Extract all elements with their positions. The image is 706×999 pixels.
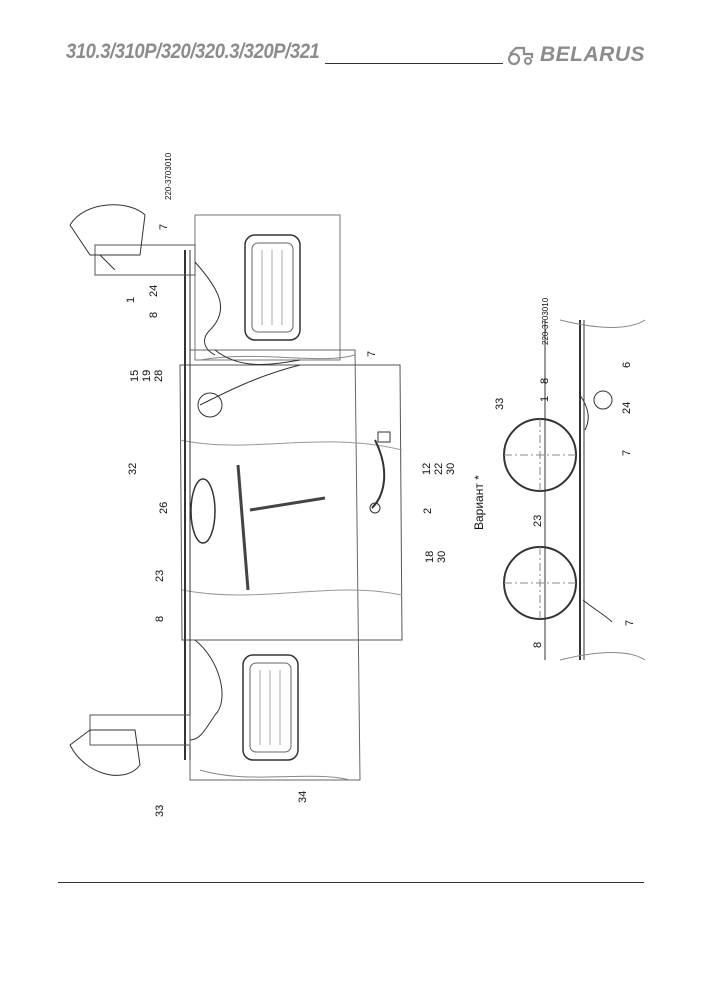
- callout: 8: [148, 312, 160, 318]
- callout: 7: [624, 620, 636, 626]
- part-code-variant: 220-3703010: [541, 297, 550, 345]
- callout: 2: [422, 508, 434, 514]
- callout: 7: [366, 351, 378, 357]
- callout: 33: [154, 805, 166, 817]
- callout: 30: [436, 551, 448, 563]
- callout: 24: [621, 402, 633, 414]
- callout: 6: [621, 362, 633, 368]
- callout: 23: [532, 515, 544, 527]
- callout: 33: [494, 398, 506, 410]
- tractor-icon: [507, 46, 534, 66]
- callout: 34: [297, 791, 309, 803]
- document-title: 310.3/310P/320/320.3/320P/321: [66, 40, 320, 63]
- callout: 19: [141, 370, 153, 382]
- callout: 8: [154, 616, 166, 622]
- callouts-main: 1 7 24 8 15 19 28 32 7 12 22 30 26 2 18 …: [125, 224, 457, 817]
- callout: 30: [445, 463, 457, 475]
- brand-logo: BELARUS: [506, 42, 645, 68]
- callout: 32: [127, 463, 139, 475]
- callout: 23: [154, 570, 166, 582]
- callout: 1: [539, 396, 551, 402]
- variant-label: Вариант *: [472, 475, 486, 530]
- callouts-variant: 33 1 8 6 24 7 23 8 7: [494, 362, 636, 648]
- callout: 18: [424, 551, 436, 563]
- callout: 26: [158, 502, 170, 514]
- callout: 22: [433, 463, 445, 475]
- header-rule: [325, 63, 503, 64]
- callout: 7: [621, 450, 633, 456]
- part-code-main: 220-3703010: [164, 152, 173, 200]
- callout: 1: [125, 297, 137, 303]
- callout: 8: [532, 642, 544, 648]
- callout: 15: [129, 370, 141, 382]
- callout: 28: [153, 370, 165, 382]
- brand-name: BELARUS: [540, 43, 646, 66]
- callout: 12: [421, 463, 433, 475]
- callout: 24: [148, 285, 160, 297]
- callout: 8: [539, 378, 551, 384]
- callout: 7: [158, 224, 170, 230]
- footer-rule: [58, 882, 644, 883]
